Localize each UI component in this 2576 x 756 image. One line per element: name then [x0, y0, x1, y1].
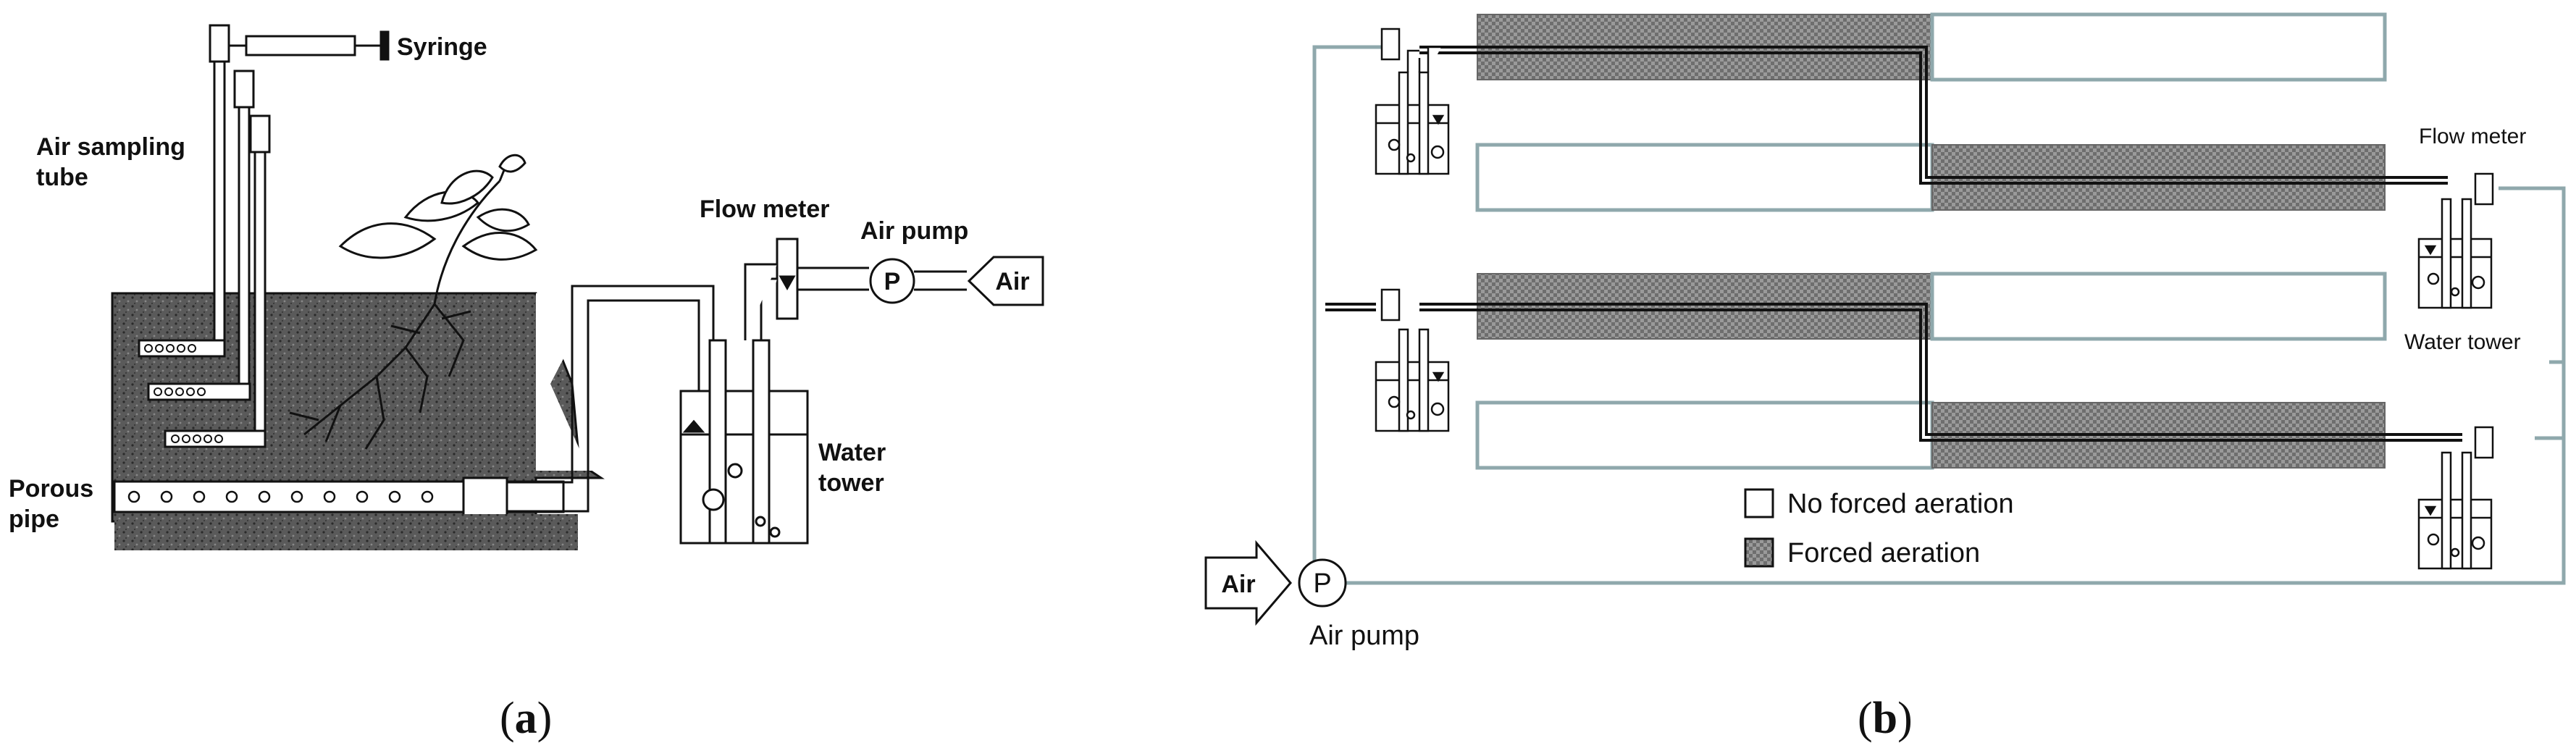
bed-row3-forced: [1477, 273, 1933, 340]
flow-meter-b-label: Flow meter: [2419, 125, 2526, 148]
subsoil: [114, 514, 578, 550]
porous-pipe-label-1: Porous: [9, 475, 93, 503]
air-arrow-b-label: Air: [1221, 571, 1255, 598]
bed-row3-open: [1930, 272, 2387, 341]
air-arrow-label: Air: [995, 268, 1029, 295]
air-pump-label: Air pump: [860, 217, 968, 245]
air-pump-b-label: Air pump: [1309, 621, 1419, 651]
supply-pipe: [507, 285, 715, 513]
syringe-label: Syringe: [397, 33, 487, 61]
water-tower-b-label: Water tower: [2404, 330, 2521, 354]
caption-a: (a): [500, 694, 552, 743]
flow-meter: [744, 238, 869, 340]
air-sampling-tube-label-1: Air sampling: [36, 133, 185, 161]
bed-row1-open: [1930, 12, 2387, 82]
air-sampling-tube-label-2: tube: [36, 164, 88, 191]
bed-row4-open: [1475, 400, 1934, 470]
air-arrow-b: Air: [1204, 539, 1292, 626]
bed-row2-open: [1475, 143, 1934, 212]
pipe-coupling: [462, 476, 508, 517]
air-arrow: Air: [967, 256, 1044, 306]
air-sampling-tubes: [138, 24, 271, 448]
panel-a: P Air Syringe Air sampling tube Porous p…: [9, 24, 1044, 743]
aeration-pipes: [1325, 46, 2462, 442]
water-tower-label-2: tower: [818, 469, 884, 497]
pump-symbol: P: [884, 268, 901, 295]
water-tower-b3: [2417, 172, 2494, 309]
pump-icon: P: [869, 258, 967, 304]
pump-b-symbol: P: [1313, 568, 1331, 599]
legend: No forced aeration Forced aeration: [1744, 488, 2014, 568]
roots: [289, 303, 471, 450]
pump-icon-b: P: [1298, 558, 1347, 608]
porous-pipe-label-2: pipe: [9, 505, 59, 533]
water-tower-b4: [2417, 426, 2494, 570]
legend-swatch-forced: [1744, 537, 1774, 568]
caption-b: (b): [1858, 694, 1913, 743]
legend-label-no-forced: No forced aeration: [1787, 489, 2014, 519]
flow-meter-label: Flow meter: [700, 196, 829, 223]
sampling-ports: [144, 344, 223, 443]
legend-label-forced: Forced aeration: [1787, 538, 1980, 568]
water-tower-b2: [1375, 288, 1450, 432]
soil-bank: [536, 293, 605, 471]
legend-swatch-no-forced: [1744, 488, 1774, 518]
water-tower-b1: [1375, 28, 1450, 175]
water-tower: [679, 339, 809, 545]
panel-b: No forced aeration Forced aeration Air P…: [1204, 12, 2566, 743]
plant-icon: [338, 154, 538, 305]
porous-pipe-holes: [127, 490, 434, 503]
water-tower-label-1: Water: [818, 439, 886, 466]
syringe-icon: [229, 30, 390, 61]
